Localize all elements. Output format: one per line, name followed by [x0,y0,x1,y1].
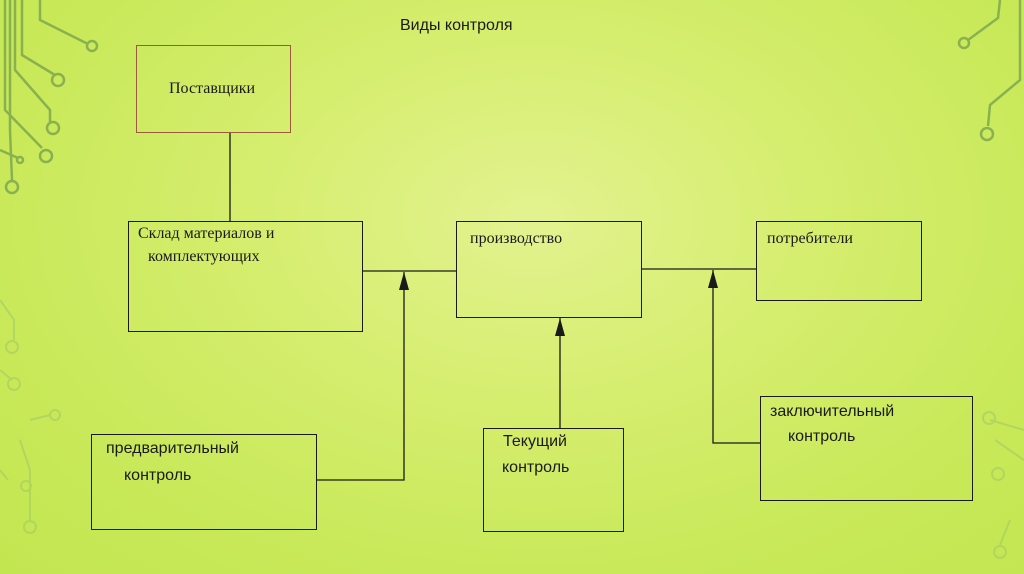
production-label: производство [470,230,563,247]
suppliers-box [136,45,291,133]
arrow-final-control [712,270,760,444]
current-control-label-line1: Текущий [503,433,567,450]
arrowhead-current [555,318,565,336]
page-title: Виды контроля [400,17,513,34]
final-control-label-line2: контроль [788,428,856,445]
current-control-label-line2: контроль [502,459,570,476]
current-control-box [483,428,624,532]
arrowhead-preliminary [399,272,409,290]
arrow-preliminary-control [317,272,405,481]
suppliers-label: Поставщики [169,80,256,97]
consumers-label: потребители [767,230,853,247]
warehouse-label-line1: Склад материалов и [138,225,275,242]
final-control-box [760,396,973,501]
consumers-box [756,221,922,301]
warehouse-box [128,221,363,332]
preliminary-control-label-line2: контроль [124,467,192,484]
production-box [456,221,642,318]
warehouse-label-line2: комплектующих [148,248,260,265]
preliminary-control-box [91,434,317,530]
preliminary-control-label-line1: предварительный [106,440,239,457]
arrowhead-final [708,270,718,288]
final-control-label-line1: заключительный [770,403,895,420]
